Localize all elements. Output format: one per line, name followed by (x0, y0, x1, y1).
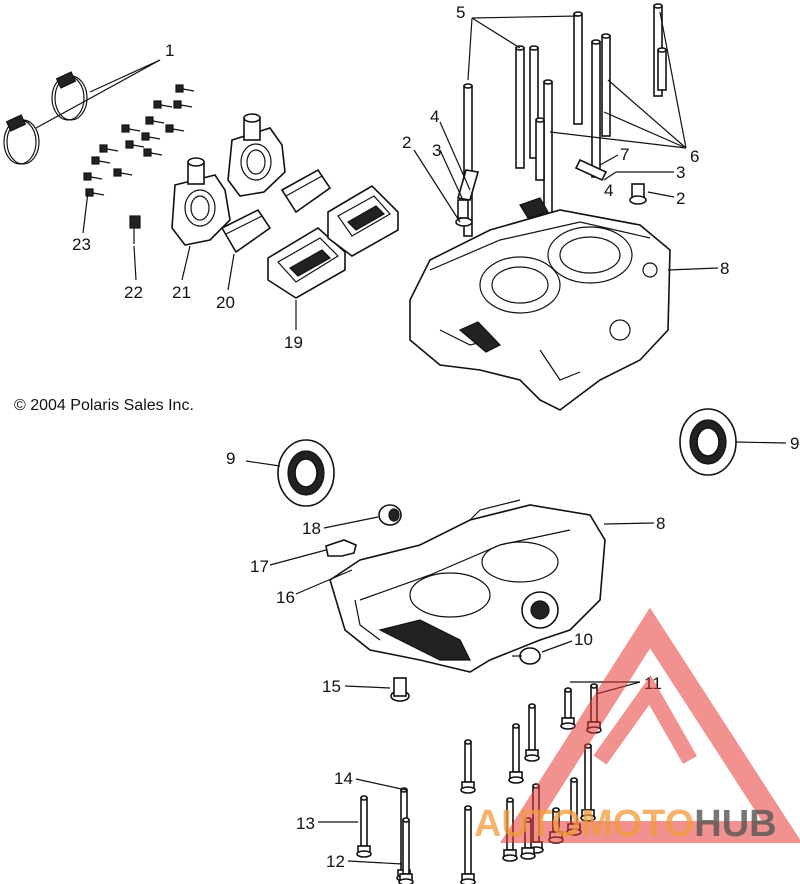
callout-3-upper: 3 (432, 141, 441, 160)
bolt-15 (390, 677, 410, 702)
callout-1: 1 (165, 41, 174, 60)
hose-clamps (3, 71, 88, 165)
callout-8-lower: 8 (656, 514, 665, 533)
callout-6: 6 (690, 147, 699, 166)
crankcase-bolts (356, 683, 602, 884)
copyright-text: © 2004 Polaris Sales Inc. (14, 397, 194, 414)
callout-19: 19 (284, 333, 303, 352)
crankcase-bolt (524, 703, 540, 762)
intake-flange-right (227, 113, 286, 197)
small-bolt (165, 124, 185, 133)
watermark-text: AUTOMOTOHUB (474, 803, 777, 845)
dowel-stud (535, 117, 545, 181)
callout-3-right: 3 (676, 163, 685, 182)
dowel-stud (515, 45, 525, 169)
crankcase-bolt (356, 795, 372, 858)
callout-13: 13 (296, 814, 315, 833)
small-bolt (99, 144, 119, 153)
intake-bolts (83, 84, 195, 197)
fitting-17 (325, 539, 357, 557)
callout-23: 23 (72, 235, 91, 254)
callout-10: 10 (574, 630, 593, 649)
callout-16: 16 (276, 588, 295, 607)
crankcase-bolt (580, 743, 596, 822)
crankcase-bolt (460, 805, 476, 884)
reed-stops (220, 168, 332, 254)
dowel-stud (529, 45, 539, 159)
dowel-stud (657, 47, 667, 91)
callout-4-upper: 4 (430, 107, 439, 126)
crankcase-bolt (560, 687, 576, 730)
callout-2-upper: 2 (402, 133, 411, 152)
callout-5: 5 (456, 3, 465, 22)
callout-14: 14 (334, 769, 353, 788)
small-bolt (143, 148, 163, 157)
lower-crankcase (329, 499, 606, 673)
leader-lines (35, 11, 787, 865)
callout-8-upper: 8 (720, 259, 729, 278)
oil-seal-right (679, 408, 737, 476)
reed-cages (267, 184, 399, 299)
small-bolt (175, 84, 195, 93)
watermark-logo: AUTOMOTOHUB (474, 607, 800, 845)
fitting-22 (129, 215, 141, 244)
small-bolt (83, 172, 103, 181)
callout-4-right: 4 (604, 181, 613, 200)
crankcase-bolt (502, 797, 518, 862)
callout-12: 12 (326, 852, 345, 871)
dowel-stud (573, 11, 583, 125)
upper-crankcase (409, 197, 671, 411)
dowel-studs (463, 3, 667, 237)
callout-2-right: 2 (676, 189, 685, 208)
watermark-text-hub: HUB (694, 803, 776, 845)
dowel-stud (591, 39, 601, 178)
small-bolt (173, 100, 193, 109)
crankcase-bolt (398, 817, 414, 884)
small-bolt (113, 168, 133, 177)
small-bolt (125, 140, 145, 149)
callout-18: 18 (302, 519, 321, 538)
intake-flange-left (171, 157, 231, 246)
callout-9-left: 9 (226, 449, 235, 468)
callout-20: 20 (216, 293, 235, 312)
callout-9-right: 9 (790, 434, 799, 453)
dowel-stud (463, 83, 473, 237)
small-bolt (141, 132, 161, 141)
callout-22: 22 (124, 283, 143, 302)
small-bolt (153, 100, 173, 109)
oil-seal-left (277, 439, 335, 507)
dowel-stud (601, 33, 611, 137)
small-bolt (145, 116, 165, 125)
watermark-text-auto: AUTO (474, 803, 581, 845)
part-10 (512, 647, 541, 665)
watermark-text-moto: MOTO (581, 803, 694, 845)
crankcase-bolt (508, 723, 524, 784)
callout-15: 15 (322, 677, 341, 696)
callout-21: 21 (172, 283, 191, 302)
small-bolt (121, 124, 141, 133)
callout-17: 17 (250, 557, 269, 576)
small-bolt (91, 156, 111, 165)
small-bolt (85, 188, 105, 197)
callout-7: 7 (620, 145, 629, 164)
bushing-18 (378, 504, 402, 526)
crankcase-bolt (460, 739, 476, 794)
